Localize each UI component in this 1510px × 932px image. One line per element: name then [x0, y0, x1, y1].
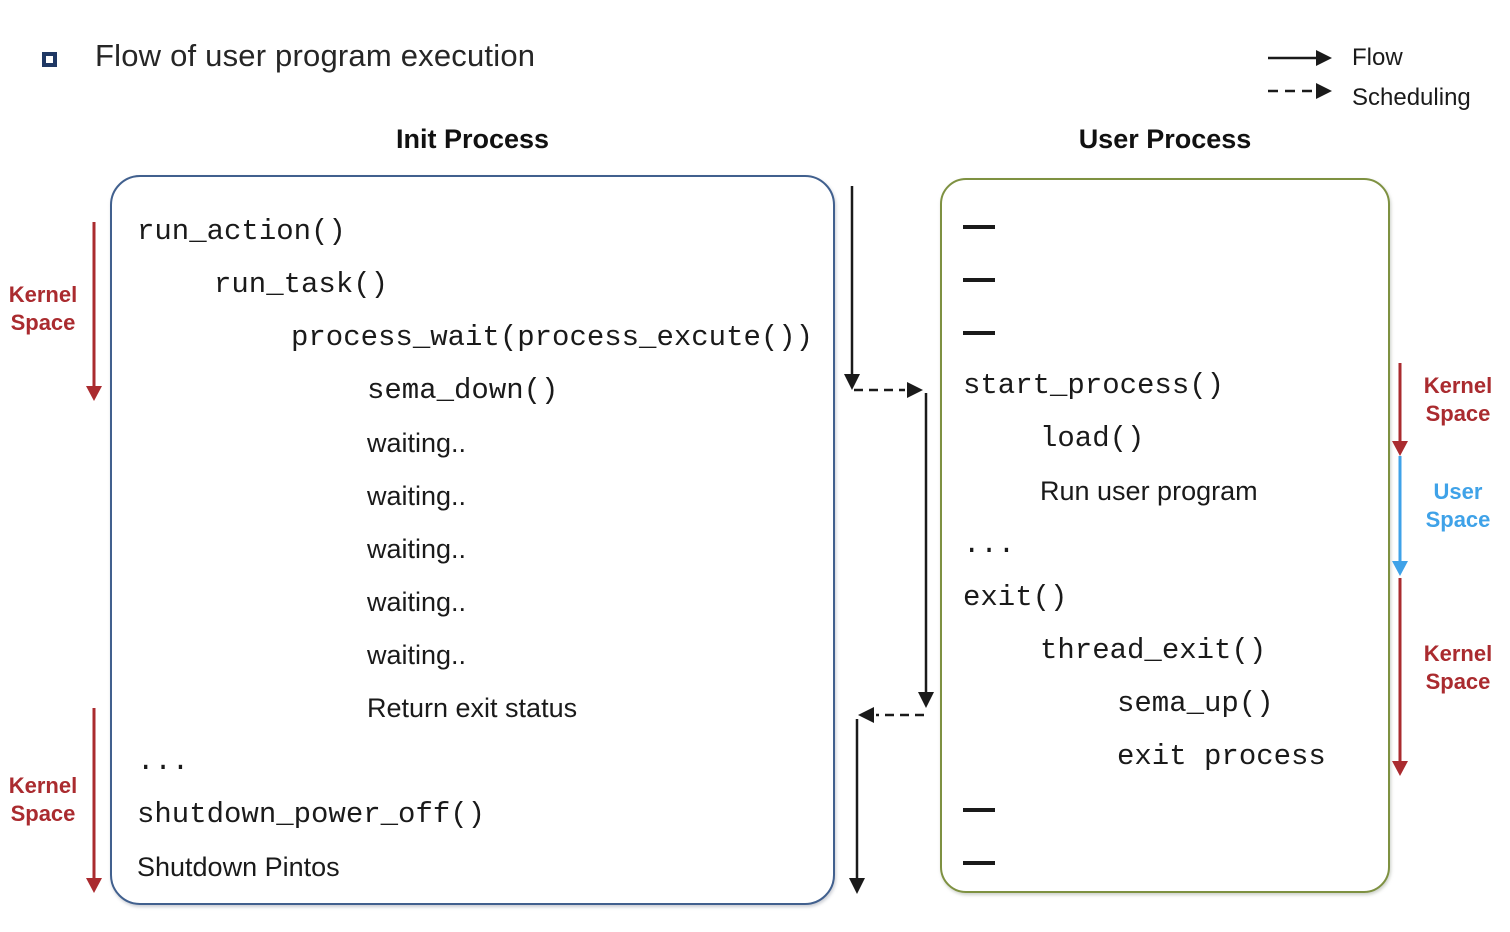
title-row: Flow of user program execution — [42, 38, 535, 74]
kernel-space-arrow-right-top — [1392, 363, 1408, 456]
init-process-title: Init Process — [395, 124, 550, 154]
kernel-space-arrow-left-bottom — [86, 708, 102, 893]
placeholder-dash — [963, 277, 995, 282]
user-process-line — [963, 836, 1388, 889]
user-process-line: ... — [963, 528, 1016, 561]
init-process-line: waiting.. — [367, 428, 467, 458]
kernel-space-label: Kernel Space — [1423, 641, 1493, 694]
init-process-box: run_action() run_task() process_wait(proce… — [110, 175, 835, 905]
user-space-label: User Space — [1425, 479, 1491, 532]
init-process-line: run_action() — [137, 215, 346, 248]
user-process-title: User Process — [1078, 124, 1252, 154]
init-process-line: waiting.. — [367, 481, 467, 511]
kernel-space-label: Kernel Space — [8, 773, 78, 826]
user-process-box: start_process() load() Run user program...… — [940, 178, 1390, 893]
kernel-space-label: Kernel Space — [8, 282, 78, 335]
init-process-line: ... — [137, 745, 190, 778]
scheduling-arrow-to-init-process — [858, 707, 924, 723]
init-process-line: sema_down() — [367, 374, 559, 407]
init-process-line: shutdown_power_off() — [137, 798, 486, 831]
init-process-line: waiting.. — [367, 587, 467, 617]
page-title: Flow of user program execution — [95, 38, 536, 73]
init-process-line: waiting.. — [367, 534, 467, 564]
placeholder-dash — [963, 224, 995, 229]
square-bullet-icon — [42, 51, 57, 67]
user-process-line: load() — [1040, 422, 1145, 455]
user-process-line: exit process — [1117, 740, 1326, 773]
user-process-line: Run user program — [1040, 476, 1258, 506]
init-process-line: Return exit status — [367, 693, 578, 723]
init-process-line: waiting.. — [367, 640, 467, 670]
kernel-space-arrow-right-bottom — [1392, 578, 1408, 776]
user-space-arrow-right — [1392, 456, 1408, 576]
user-process-line: exit() — [963, 581, 1068, 614]
user-process-line — [963, 306, 1388, 359]
user-process-line: thread_exit() — [1040, 634, 1267, 667]
placeholder-dash — [963, 860, 995, 865]
scheduling-arrow-to-user-process — [854, 382, 923, 398]
placeholder-dash — [963, 330, 995, 335]
init-process-line: process_wait(process_excute()) — [291, 321, 814, 354]
user-process-line: sema_up() — [1117, 687, 1274, 720]
init-process-line: Shutdown Pintos — [137, 852, 340, 882]
flow-arrow-init-finish-down — [849, 719, 865, 894]
legend-scheduling-arrow-icon — [1268, 83, 1332, 99]
legend-flow-arrow-icon — [1268, 50, 1332, 66]
placeholder-dash — [963, 807, 995, 812]
user-process-line: start_process() — [963, 369, 1225, 402]
init-process-line: run_task() — [214, 268, 389, 301]
user-process-line — [963, 200, 1388, 253]
user-process-line — [963, 783, 1388, 836]
kernel-space-label: Kernel Space — [1423, 373, 1493, 426]
legend-scheduling-label: Scheduling — [1352, 84, 1471, 111]
legend-flow-label: Flow — [1352, 44, 1403, 71]
kernel-space-arrow-left-top — [86, 222, 102, 401]
user-process-line — [963, 253, 1388, 306]
flow-arrow-user-down — [918, 393, 934, 708]
flow-arrow-init-down — [844, 186, 860, 390]
